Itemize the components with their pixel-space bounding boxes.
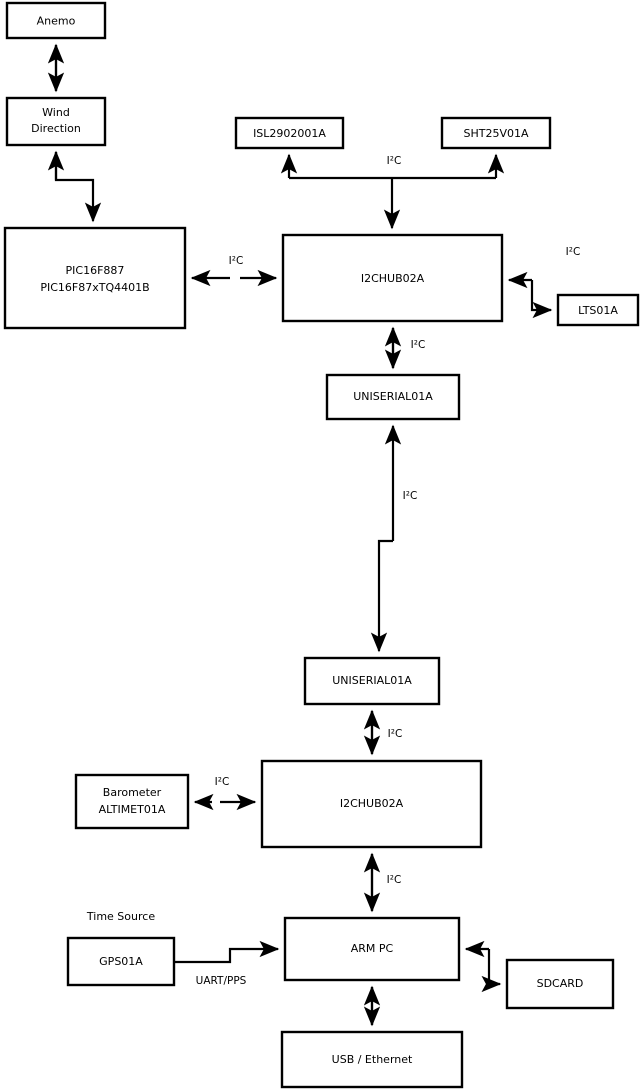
node-i2chub02a-bottom[interactable]: I2CHUB02A	[260, 759, 483, 849]
edge-label-gps-uart: UART/PPS	[196, 975, 247, 987]
node-uniserial01a-top[interactable]: UNISERIAL01A	[325, 373, 461, 421]
node-label-pic-line1: PIC16F887	[66, 264, 125, 277]
node-label-anemo: Anemo	[37, 15, 76, 28]
edge-label-lts-i2c: I²C	[566, 246, 581, 258]
node-label-sht25v01a: SHT25V01A	[463, 127, 528, 140]
node-uniserial01a-bottom[interactable]: UNISERIAL01A	[303, 656, 441, 706]
edge-label-uniserial-bot-i2c: I²C	[388, 728, 403, 740]
node-label-barometer-line1: Barometer	[103, 786, 162, 799]
node-label-wind-direction-line1: Wind	[42, 106, 70, 119]
node-label-sdcard: SDCARD	[537, 977, 584, 990]
node-label-gps01a: GPS01A	[99, 955, 143, 968]
node-gps01a[interactable]: GPS01A	[66, 936, 176, 987]
node-label-isl2902001a: ISL2902001A	[253, 127, 326, 140]
node-label-i2chub02a-bottom: I2CHUB02A	[340, 797, 404, 810]
edge-pic-wind-direction	[47, 150, 102, 223]
edge-arm-pc-sdcard	[464, 940, 502, 993]
node-anemo[interactable]: Anemo	[5, 1, 107, 40]
edge-i2chub-bot-arm-pc: I²C	[363, 852, 402, 913]
edge-label-hub-uniserial-i2c: I²C	[411, 339, 426, 351]
edge-uniserial-bot-i2chub-bot: I²C	[363, 709, 403, 756]
edge-label-pic-i2c: I²C	[229, 255, 244, 267]
node-label-i2chub02a-top: I2CHUB02A	[361, 272, 425, 285]
edge-gps-arm-pc: UART/PPS	[174, 940, 280, 987]
node-label-usb-ethernet: USB / Ethernet	[332, 1053, 413, 1066]
edge-barometer-i2chub-bot: I²C	[193, 776, 257, 811]
node-sdcard[interactable]: SDCARD	[505, 958, 615, 1010]
edge-pic-i2chub-top: I²C	[190, 255, 278, 287]
node-label-uniserial01a-bottom: UNISERIAL01A	[332, 674, 412, 687]
node-label-uniserial01a-top: UNISERIAL01A	[353, 390, 433, 403]
node-sht25v01a[interactable]: SHT25V01A	[440, 116, 552, 150]
node-usb-ethernet[interactable]: USB / Ethernet	[280, 1030, 464, 1089]
edge-i2chub-top-uniserial-top: I²C	[384, 326, 426, 370]
node-label-lts01a: LTS01A	[578, 304, 618, 317]
node-wind-direction[interactable]: Wind Direction	[5, 96, 107, 147]
node-barometer-altimet01a[interactable]: Barometer ALTIMET01A	[74, 773, 190, 830]
edge-label-barometer-i2c: I²C	[215, 776, 230, 788]
edge-i2chub-top-sensor-bus: I²C	[280, 153, 505, 230]
edge-label-uniserial-link-i2c: I²C	[403, 490, 418, 502]
node-pic16f887[interactable]: PIC16F887 PIC16F87xTQ4401B	[3, 226, 187, 330]
node-lts01a[interactable]: LTS01A	[556, 293, 640, 327]
node-label-arm-pc: ARM PC	[351, 942, 394, 955]
edge-label-top-bus-i2c: I²C	[387, 155, 402, 167]
edge-label-hub-arm-i2c: I²C	[387, 874, 402, 886]
node-i2chub02a-top[interactable]: I2CHUB02A	[281, 233, 504, 323]
node-label-pic-line2: PIC16F87xTQ4401B	[40, 281, 149, 294]
label-time-source: Time Source	[86, 910, 155, 923]
edge-i2chub-top-lts01a: I²C	[507, 246, 581, 319]
node-label-barometer-line2: ALTIMET01A	[99, 803, 166, 816]
edge-uniserial-link: I²C	[370, 424, 418, 653]
node-arm-pc[interactable]: ARM PC	[283, 916, 461, 982]
node-label-wind-direction-line2: Direction	[31, 122, 81, 135]
node-isl2902001a[interactable]: ISL2902001A	[234, 116, 345, 150]
